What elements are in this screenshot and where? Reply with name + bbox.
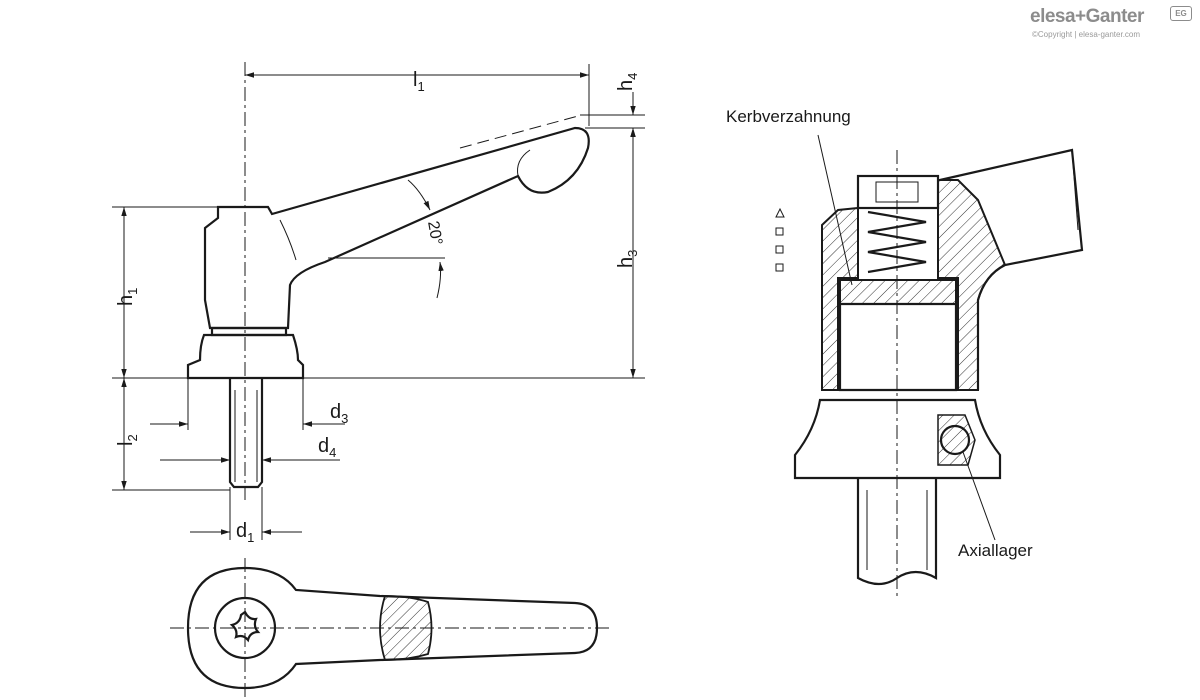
lever-grip-edge (517, 149, 531, 177)
torx-icon (229, 610, 261, 643)
lever-body (203, 126, 590, 330)
grip-section-hatched (379, 595, 433, 661)
serration-leader (817, 134, 853, 286)
section-view-labels: Kerbverzahnung Axiallager (726, 107, 1033, 560)
section-inner-body (838, 302, 958, 392)
label-h3: h3 (615, 250, 640, 268)
square-marker-icon (775, 245, 784, 254)
label-l1: l1 (413, 69, 425, 94)
side-view (112, 62, 645, 540)
label-d4: d4 (318, 435, 336, 460)
top-view (170, 558, 610, 700)
section-base-flange (793, 398, 1002, 480)
label-angle: 20° (424, 220, 445, 247)
bearing-leader (962, 451, 996, 541)
label-h1: h1 (115, 288, 140, 306)
top-view-hub-circle (213, 596, 277, 660)
logo-text: elesa+Ganter (1030, 6, 1144, 27)
section-markers (775, 207, 785, 272)
label-l2: l2 (115, 434, 140, 446)
side-view-labels: l1 h4 h3 h1 l2 d3 d4 d1 20° (115, 69, 640, 545)
lever-arc (279, 219, 297, 261)
section-wall-right (937, 179, 1007, 391)
section-wall-left (821, 206, 859, 391)
label-d3: d3 (330, 401, 348, 426)
triangle-marker-icon (775, 207, 785, 218)
label-axiallager: Axiallager (958, 541, 1033, 560)
screw-head (856, 174, 940, 210)
section-shaft (856, 478, 938, 586)
logo-copyright: ©Copyright | elesa-ganter.com (1032, 30, 1141, 39)
angle-arc-top (407, 179, 431, 211)
angle-arc-bottom (436, 261, 444, 299)
section-view (775, 134, 1084, 600)
screw-socket (875, 181, 919, 203)
spring (867, 210, 927, 274)
top-view-outline (186, 566, 599, 690)
square-marker-icon (775, 263, 784, 272)
square-marker-icon (775, 227, 784, 236)
section-lever-end (1071, 149, 1079, 231)
bearing-race (937, 414, 976, 466)
label-d1: d1 (236, 520, 254, 545)
lever-extension-dashed (459, 115, 579, 149)
label-h4: h4 (615, 73, 640, 91)
logo-mark-icon: EG (1170, 6, 1192, 21)
brand-logo: elesa+Ganter EG ©Copyright | elesa-gante… (1030, 6, 1195, 46)
label-kerbverzahnung: Kerbverzahnung (726, 107, 851, 126)
serration-ring (839, 279, 957, 305)
